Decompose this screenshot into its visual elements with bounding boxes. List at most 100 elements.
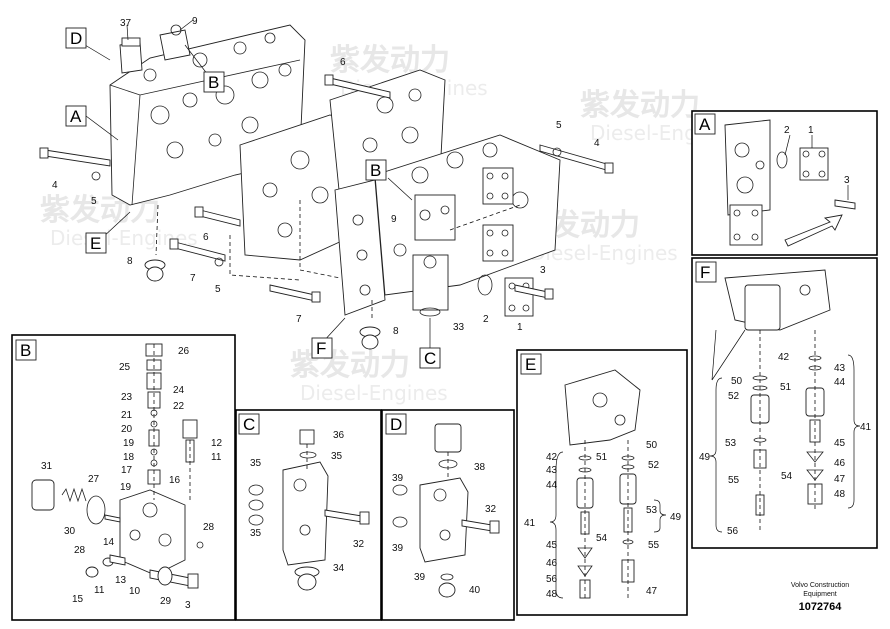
- detail-panel-E: E 50 42 51 52 43 44 53 49 41 54 45 55 46…: [516, 349, 688, 616]
- svg-text:D: D: [70, 29, 82, 48]
- panel-B-callout-29: 29: [160, 596, 172, 607]
- panel-C-callout-36: 36: [333, 430, 345, 441]
- panel-E-callout-55: 55: [648, 540, 660, 551]
- panel-E-callout-44: 44: [546, 480, 558, 491]
- watermark-cn-5: 紫发动力: [290, 348, 410, 383]
- callout-37: 37: [120, 18, 132, 29]
- panel-B-callout-28b: 28: [74, 545, 86, 556]
- panel-B-callout-27: 27: [88, 474, 100, 485]
- callout-6: 6: [340, 57, 346, 68]
- panel-D-callout-39c: 39: [414, 572, 426, 583]
- panel-F-callout-51: 51: [780, 382, 792, 393]
- panel-E-callout-49: 49: [670, 512, 682, 523]
- panel-B-callout-16: 16: [169, 475, 181, 486]
- panel-F-callout-44: 44: [834, 377, 846, 388]
- panel-B-callout-13: 13: [115, 575, 127, 586]
- main-section-label-F: F: [311, 337, 333, 359]
- callout-4: 4: [52, 180, 58, 191]
- callout-6b: 6: [203, 232, 209, 243]
- panel-E-callout-56: 47: [646, 586, 658, 597]
- svg-text:B: B: [208, 73, 219, 92]
- panel-B-callout-22: 22: [173, 401, 185, 412]
- callout-3: 3: [540, 265, 546, 276]
- panel-F-callout-46: 46: [834, 458, 846, 469]
- bolt-group: [39, 74, 614, 303]
- panel-E-callout-51: 51: [596, 452, 608, 463]
- panel-F-callout-54: 54: [781, 471, 793, 482]
- callout-4b: 4: [594, 138, 600, 149]
- watermark-cn-1: 紫发动力: [330, 43, 450, 78]
- panel-E-callout-47: 56: [546, 574, 558, 585]
- callout-5b: 5: [556, 120, 562, 131]
- svg-text:F: F: [700, 263, 710, 282]
- callout-33: 33: [453, 322, 465, 333]
- panel-F-callout-45: 45: [834, 438, 846, 449]
- panel-C-callout-35c: 35: [250, 528, 262, 539]
- panel-B-callout-24: 24: [173, 385, 185, 396]
- panel-F-callout-47: 47: [834, 474, 846, 485]
- panel-F-callout-49: 49: [699, 452, 711, 463]
- svg-text:A: A: [699, 115, 711, 134]
- svg-text:D: D: [390, 415, 402, 434]
- callout-7: 7: [190, 273, 196, 284]
- panel-B-callout-11b: 11: [94, 585, 105, 596]
- svg-text:E: E: [90, 234, 101, 253]
- panel-F-callout-56: 56: [727, 526, 739, 537]
- main-section-label-D: D: [65, 27, 87, 49]
- callout-5c: 5: [215, 284, 221, 295]
- panel-A-callout-2: 2: [784, 125, 790, 136]
- panel-B-callout-19b: 19: [120, 482, 132, 493]
- panel-D-callout-39b: 39: [392, 543, 404, 554]
- detail-panel-A: A 2 1 3: [691, 110, 878, 256]
- panel-B-callout-3: 3: [185, 600, 191, 611]
- detail-panel-F: F 42 43 50 51 44 52 53 45 41 49 46 55 54: [691, 257, 878, 549]
- main-section-label-E: E: [85, 232, 107, 254]
- panel-E-callout-48: 48: [546, 589, 558, 600]
- panel-D-callout-38: 38: [474, 462, 486, 473]
- panel-F-callout-50: 50: [731, 376, 743, 387]
- panel-D-callout-32: 32: [485, 504, 497, 515]
- panel-C-callout-34: 34: [333, 563, 345, 574]
- doc-number: 1072764: [799, 601, 843, 613]
- callout-7b: 7: [296, 314, 302, 325]
- panel-A-callout-1: 1: [808, 125, 814, 136]
- panel-F-callout-48: 48: [834, 489, 846, 500]
- panel-D-callout-39: 39: [392, 473, 404, 484]
- callout-2: 2: [483, 314, 489, 325]
- panel-E-callout-53: 53: [646, 505, 658, 516]
- svg-text:B: B: [20, 341, 31, 360]
- panel-B-callout-25: 25: [119, 362, 131, 373]
- panel-B-callout-30: 30: [64, 526, 76, 537]
- detail-panel-D: D 38 39 32 39 39 40: [381, 409, 515, 621]
- panel-B-callout-12: 12: [211, 438, 223, 449]
- panel-E-callout-46: 46: [546, 558, 558, 569]
- panel-E-callout-45: 45: [546, 540, 558, 551]
- panel-B-callout-19: 19: [123, 438, 135, 449]
- panel-E-callout-54: 54: [596, 533, 608, 544]
- panel-A-callout-3: 3: [844, 175, 850, 186]
- main-section-label-A: A: [65, 105, 87, 127]
- panel-E-callout-41: 41: [524, 518, 536, 529]
- svg-text:F: F: [316, 339, 326, 358]
- callout-8: 8: [127, 256, 133, 267]
- watermark-en-5: Diesel-Engines: [300, 381, 448, 405]
- panel-C-callout-35: 35: [331, 451, 343, 462]
- panel-B-callout-17: 17: [121, 465, 133, 476]
- panel-F-callout-53: 53: [725, 438, 737, 449]
- panel-B-callout-21: 21: [121, 410, 133, 421]
- panel-E-callout-52: 52: [648, 460, 660, 471]
- panel-B-callout-26: 26: [178, 346, 190, 357]
- svg-text:C: C: [243, 415, 255, 434]
- watermark-cn-2: 紫发动力: [580, 88, 700, 123]
- panel-B-callout-10: 10: [129, 586, 141, 597]
- footer: Volvo Construction Equipment 1072764: [791, 582, 849, 613]
- svg-text:A: A: [70, 107, 82, 126]
- panel-B-callout-28: 28: [203, 522, 215, 533]
- callout-9b: 9: [391, 214, 397, 225]
- panel-F-callout-42: 42: [778, 352, 790, 363]
- callout-8b: 8: [393, 326, 399, 337]
- panel-B-callout-11: 11: [211, 452, 222, 463]
- svg-text:B: B: [370, 161, 381, 180]
- panel-F-callout-52: 52: [728, 391, 740, 402]
